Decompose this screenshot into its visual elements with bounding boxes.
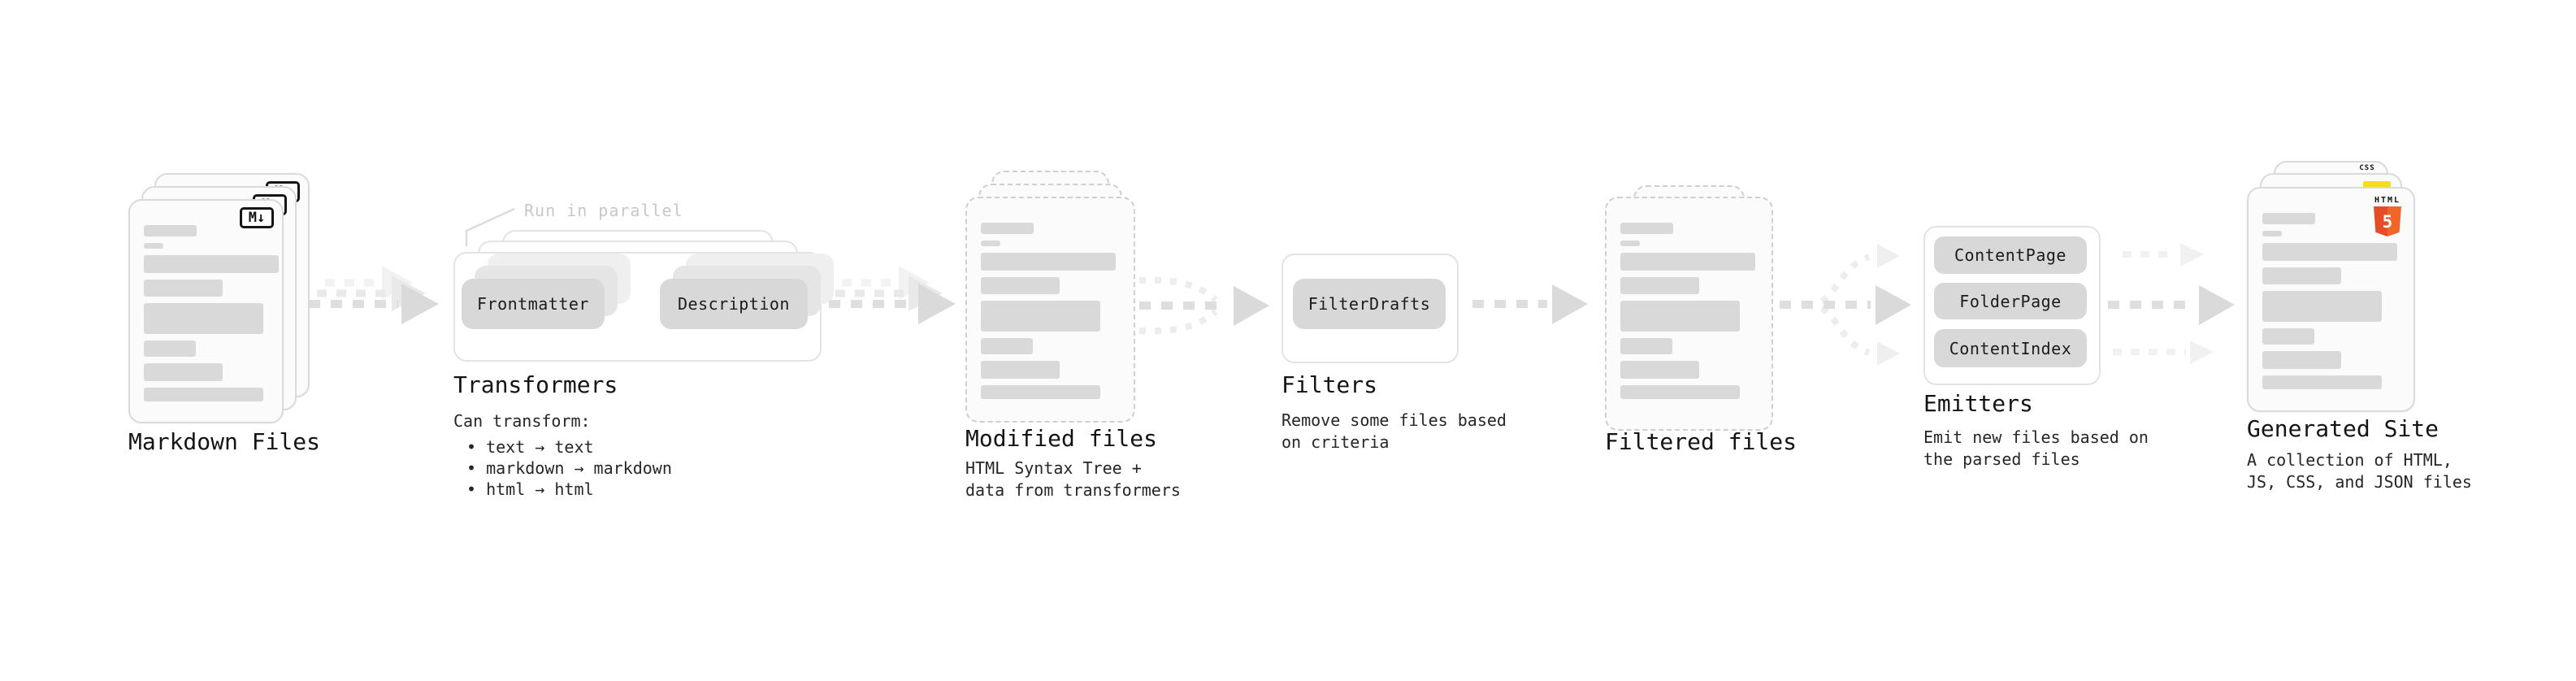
arrow-filtered-to-emitters-fan-out xyxy=(1780,244,1911,366)
transformers-label: Transformers xyxy=(453,371,618,398)
doc-text-bar xyxy=(2262,243,2397,261)
doc-text-bar xyxy=(1620,301,1740,332)
filters-label: Filters xyxy=(1281,371,1378,398)
doc-text-bar xyxy=(2262,213,2315,224)
transformers-bullet: • html → html xyxy=(466,479,594,499)
doc-text-bar xyxy=(1620,253,1755,271)
doc-text-bar xyxy=(144,225,197,236)
transformers-bullet: • text → text xyxy=(466,437,594,457)
html5-icon-word: HTML xyxy=(2374,196,2401,205)
modified-file-card xyxy=(965,197,1135,423)
generated-site-label: Generated Site xyxy=(2247,415,2439,442)
emitter-chip-contentpage: ContentPage xyxy=(1934,236,2087,274)
modified-files-desc: HTML Syntax Tree + data from transformer… xyxy=(965,458,1181,500)
doc-text-bar xyxy=(144,363,223,381)
doc-text-bar xyxy=(1620,241,1640,246)
arrow-transformers-to-modified xyxy=(829,266,956,324)
filter-chip-filterdrafts: FilterDrafts xyxy=(1293,279,1446,329)
filtered-file-card xyxy=(1605,197,1773,431)
emitters-label: Emitters xyxy=(1923,390,2033,417)
doc-text-bar xyxy=(144,280,223,297)
markdown-icon: M↓ xyxy=(240,207,274,228)
doc-text-bar xyxy=(2262,351,2341,369)
doc-text-bar xyxy=(1620,385,1740,399)
doc-text-bar xyxy=(144,243,163,249)
emitter-chip-contentindex: ContentIndex xyxy=(1934,329,2087,367)
doc-text-bar xyxy=(1620,361,1699,379)
arrow-filters-to-filtered xyxy=(1472,284,1588,324)
transformers-bullet: • markdown → markdown xyxy=(466,458,672,478)
doc-text-bar xyxy=(144,255,279,273)
doc-text-bar xyxy=(981,277,1060,294)
markdown-file-card: M↓ xyxy=(128,199,284,423)
html5-icon-shield: 5 xyxy=(2374,206,2401,236)
doc-text-bar xyxy=(981,385,1100,399)
markdown-files-label: Markdown Files xyxy=(128,428,321,455)
run-in-parallel-leader-line xyxy=(465,207,515,246)
emitter-chip-folderpage: FolderPage xyxy=(1934,283,2087,319)
doc-text-bar xyxy=(981,361,1060,379)
generated-file-card: HTML 5 xyxy=(2247,187,2415,412)
doc-text-bar xyxy=(1620,338,1672,354)
generated-site-desc: A collection of HTML, JS, CSS, and JSON … xyxy=(2247,450,2472,492)
run-in-parallel-note: Run in parallel xyxy=(524,201,683,220)
arrow-markdown-to-transformers xyxy=(309,266,439,324)
transformers-desc-title: Can transform: xyxy=(453,411,591,431)
css3-icon-label: CSS xyxy=(2359,164,2375,172)
modified-files-label: Modified files xyxy=(965,425,1158,452)
doc-text-bar xyxy=(1620,277,1699,294)
arrow-modified-to-filters-fan-in xyxy=(1138,276,1269,335)
doc-text-bar xyxy=(2262,267,2341,284)
arrow-emitters-to-generated xyxy=(2108,243,2235,364)
doc-text-bar xyxy=(144,303,263,334)
filters-desc: Remove some files based on criteria xyxy=(1281,410,1507,452)
doc-text-bar xyxy=(981,223,1034,234)
doc-text-bar xyxy=(2262,291,2382,322)
transformer-chip-description: Description xyxy=(660,279,808,329)
html5-icon: HTML 5 xyxy=(2371,197,2404,236)
doc-text-bar xyxy=(981,301,1100,332)
doc-text-bar xyxy=(2262,375,2382,389)
doc-text-bar xyxy=(144,340,196,357)
transformer-chip-frontmatter: Frontmatter xyxy=(462,279,605,329)
emitters-desc: Emit new files based on the parsed files xyxy=(1923,427,2149,469)
html5-icon-five: 5 xyxy=(2382,211,2393,232)
doc-text-bar xyxy=(981,338,1033,354)
filtered-files-label: Filtered files xyxy=(1605,428,1798,455)
doc-text-bar xyxy=(144,388,263,401)
doc-text-bar xyxy=(2262,231,2282,236)
doc-text-bar xyxy=(1620,223,1673,234)
doc-text-bar xyxy=(981,241,1000,246)
doc-text-bar xyxy=(2262,328,2314,345)
doc-text-bar xyxy=(981,253,1116,271)
